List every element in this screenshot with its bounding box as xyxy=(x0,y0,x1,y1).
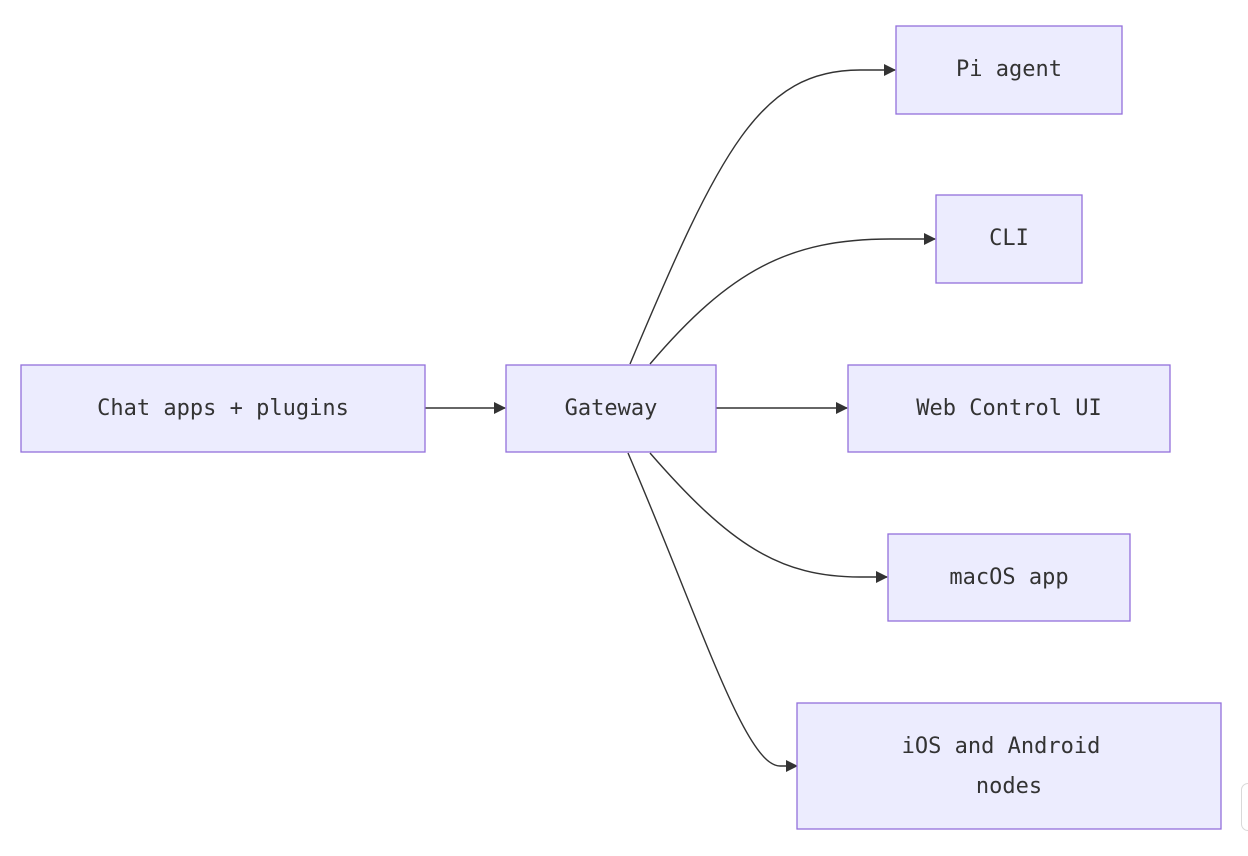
node-mobile-nodes-label-line1: iOS and Android xyxy=(902,734,1101,759)
node-chat-apps: Chat apps + plugins xyxy=(20,364,426,453)
node-mobile-nodes: iOS and Android nodes xyxy=(796,702,1222,830)
node-gateway: Gateway xyxy=(505,364,717,453)
node-macos-app-label: macOS app xyxy=(949,565,1068,590)
edges xyxy=(425,64,936,772)
node-mobile-nodes-label-line2: nodes xyxy=(976,774,1042,799)
node-cli: CLI xyxy=(935,194,1083,284)
edge-gateway-to-macos-app xyxy=(649,452,888,583)
scroll-handle[interactable] xyxy=(1241,783,1248,831)
node-web-control-label: Web Control UI xyxy=(916,396,1101,421)
edge-gateway-to-cli xyxy=(649,233,936,365)
node-gateway-label: Gateway xyxy=(565,396,658,421)
node-web-control: Web Control UI xyxy=(847,364,1171,453)
node-pi-agent: Pi agent xyxy=(895,25,1123,115)
node-cli-label: CLI xyxy=(989,226,1029,251)
edge-gateway-to-pi-agent xyxy=(629,64,896,365)
node-macos-app: macOS app xyxy=(887,533,1131,622)
node-chat-apps-label: Chat apps + plugins xyxy=(97,396,349,421)
edge-gateway-to-mobile-nodes xyxy=(627,452,798,772)
node-pi-agent-label: Pi agent xyxy=(956,57,1062,82)
